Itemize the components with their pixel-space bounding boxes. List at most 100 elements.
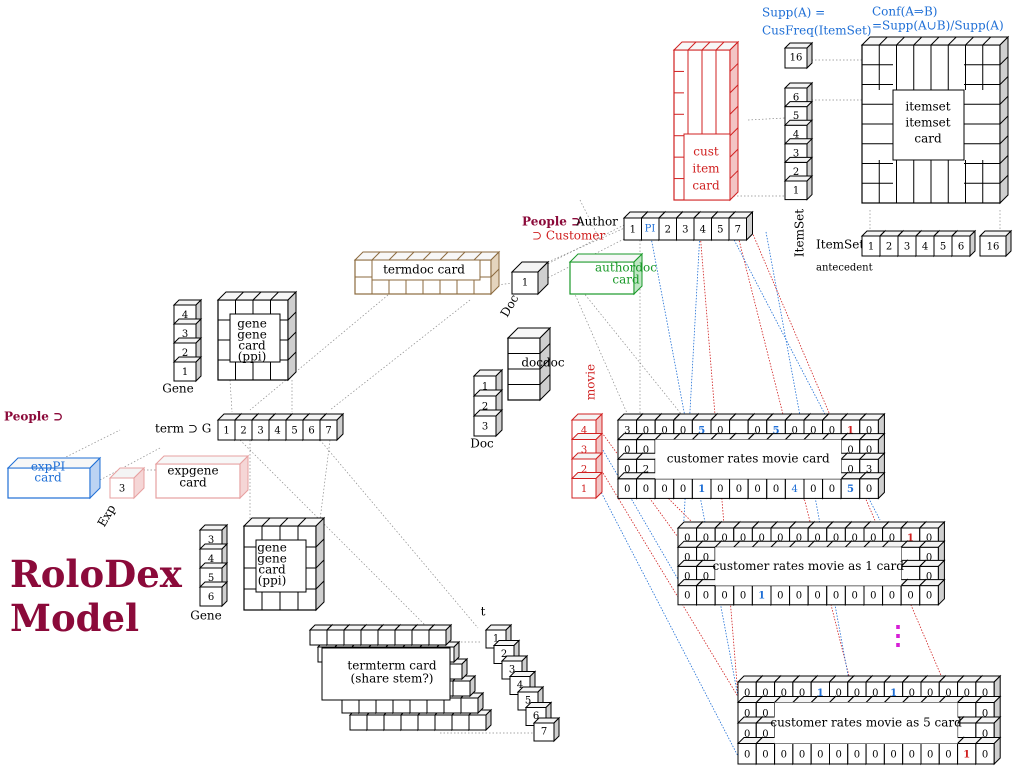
term-row-value: 1 (223, 426, 229, 437)
rating-link-line (599, 489, 741, 761)
termterm-layer-cell-face (366, 714, 385, 731)
rates-card-row-value: 0 (829, 484, 835, 495)
termterm-layer-cell-face (434, 714, 453, 731)
rates-as-5-card-row-value: 0 (927, 749, 933, 760)
rates-as-5-card-row-cell (974, 736, 1002, 766)
cust-item-card-topline (701, 41, 711, 51)
termterm-layer-cell-face (451, 714, 470, 731)
conf-definition-line1: Conf(A⇒B) (872, 5, 937, 19)
rates-as-5-card-label: customer rates movie as 5 card (770, 716, 962, 730)
term-row-cell (318, 412, 345, 442)
termterm-layer-cell-face (460, 697, 479, 714)
cust-item-card-side (729, 40, 739, 202)
doc-lower-value: 1 (482, 382, 488, 393)
doc-upper-value: 1 (522, 278, 528, 289)
itemset-row-value: 6 (958, 242, 964, 253)
itemset-card-topline (878, 36, 888, 46)
termterm-layer-cell-face (400, 714, 419, 731)
rates-card-row-value: 0 (847, 465, 853, 476)
rates-as-5-card-row-value: 1 (963, 749, 970, 760)
gene-bottom-value: 6 (208, 592, 214, 603)
t-cell-side (553, 716, 560, 743)
rates-card-row-value: 0 (866, 445, 872, 456)
term-row-value: 4 (274, 426, 280, 437)
connector-line (229, 379, 233, 413)
termdoc-card-topline (473, 251, 483, 261)
t-value: 2 (501, 649, 507, 660)
author-pi-cell: PI (645, 224, 656, 235)
cust-item-card-label: item (692, 162, 720, 176)
itemset-card-label: card (914, 132, 942, 146)
exppi-card-face (7, 467, 91, 499)
rates-card-row-value: 3 (866, 465, 872, 476)
gene-top-value: 2 (182, 348, 188, 359)
itemset-column-cell-side (806, 174, 813, 201)
rates-card-row-value: 5 (773, 425, 780, 436)
gene-upper-card-label: gene (237, 328, 267, 342)
rates-as-1-card-row-value: 0 (796, 533, 802, 544)
gene-lower-card-sideline (315, 559, 325, 569)
customer-label: ⊃ Customer (532, 229, 605, 243)
docdoc-card-sideline (539, 358, 551, 370)
rates-card-row-value: 0 (810, 484, 816, 495)
itemset-card-sideline (999, 115, 1009, 125)
termterm-layer-cell-face (428, 629, 447, 646)
rates-as-1-card-row-cell-side (937, 578, 945, 607)
rates-card-row-value: 2 (643, 465, 649, 476)
cust-item-card-label: card (692, 179, 720, 193)
t-value: 7 (541, 727, 547, 738)
gene-upper-card-label: gene (237, 317, 267, 331)
rates-as-1-card-row-value: 0 (703, 552, 709, 563)
rates-card-row-value: 0 (643, 425, 649, 436)
termterm-layer-cell-face (377, 629, 396, 646)
exppi-card-label: expPI (31, 460, 66, 474)
author-row-value: 4 (700, 225, 706, 236)
term-row-value: 3 (257, 426, 263, 437)
itemset-card-sideline (999, 155, 1009, 164)
exppi-card-side (89, 456, 101, 500)
rates-card-row-value: 0 (810, 425, 816, 436)
connector-line (582, 291, 687, 421)
t-value: 3 (509, 665, 515, 676)
rates-card-center (655, 439, 842, 479)
doc-lower-value: 3 (482, 422, 488, 433)
rates-as-5-card-row-value: 0 (835, 749, 841, 760)
termterm-card-label: termterm card (347, 659, 437, 673)
rates-as-5-card-row-value: 0 (744, 688, 750, 699)
conf-definition-line2: =Supp(A∪B)/Supp(A) (872, 19, 1004, 33)
rates-as-1-card-row-value: 0 (852, 533, 858, 544)
itemset-column-cell (783, 41, 814, 70)
rates-card-row-value: 0 (717, 425, 723, 436)
rates-card-row-value: 0 (866, 425, 872, 436)
rates-as-5-card-row-value: 0 (854, 688, 860, 699)
expgene-card-label: card (179, 476, 207, 490)
t-cell (532, 716, 561, 743)
cust-item-card-label: cust (693, 145, 719, 159)
gene-upper-card-sideline (287, 351, 297, 361)
itemset-row-value: 4 (922, 242, 928, 253)
authordoc-card (568, 252, 644, 296)
rates-as-5-card-row-value: 0 (909, 749, 915, 760)
rates-as-5-card-row-value: 1 (817, 688, 824, 699)
gene-top-value: 4 (182, 310, 188, 321)
rates-as-5-card-row-value: 0 (744, 708, 750, 719)
doc-lower-label: Doc (470, 437, 494, 451)
doc-lower-cell (472, 408, 504, 438)
cust-item-card-sideline (729, 84, 739, 94)
rates-as-1-card-row-cell (918, 578, 946, 607)
antecedent-label: antecedent (816, 263, 873, 274)
rates-as-1-card-row-value: 0 (814, 533, 820, 544)
movie-index-value: 3 (581, 445, 587, 456)
gene-bottom-cell (198, 580, 229, 608)
expgene-card (154, 454, 250, 500)
ellipsis-marker: ⋮ (885, 621, 911, 651)
rates-as-5-card-row-value: 0 (945, 688, 951, 699)
movie-label: movie (584, 364, 598, 400)
rates-as-5-card-row-value: 0 (982, 749, 988, 760)
itemset-row-value: 1 (868, 242, 874, 253)
rates-as-1-card-row-value: 1 (907, 533, 914, 544)
term-row-cell-side (336, 412, 344, 442)
rates-as-1-card-row-value: 0 (684, 591, 690, 602)
